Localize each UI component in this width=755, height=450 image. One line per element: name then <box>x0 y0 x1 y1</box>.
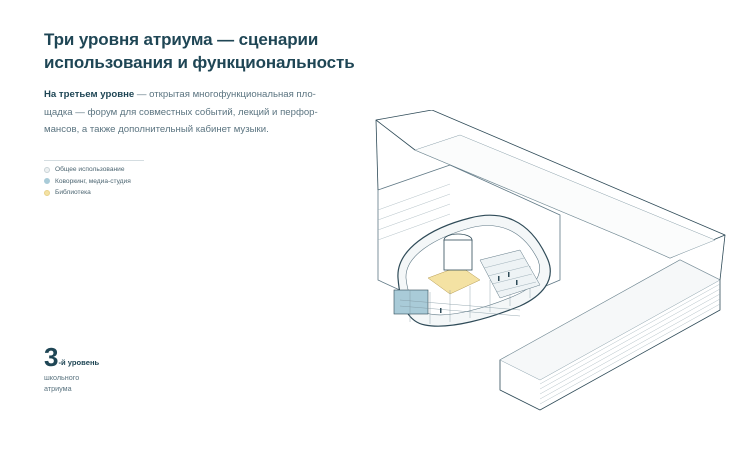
title-line-2: использования и функциональность <box>44 53 355 72</box>
level-number: 3 <box>44 342 59 372</box>
legend-label-library: Библиотека <box>55 189 91 197</box>
lead-line-2: щадка — форум для совместных событий, ле… <box>44 106 318 118</box>
building-wing-back-top <box>414 134 716 259</box>
facade-stripes <box>377 183 721 405</box>
lead-line-1: На третьем уровне — открытая многофункци… <box>44 86 374 104</box>
lead-line-1-rest: — открытая многофункциональная пло- <box>134 89 316 100</box>
legend: Общее использование Коворкинг, медиа-сту… <box>44 160 144 199</box>
legend-item-general: Общее использование <box>44 164 144 176</box>
lead-paragraph: На третьем уровне — открытая многофункци… <box>44 86 374 139</box>
title-line-1: Три уровня атриума — сценарии <box>44 30 319 49</box>
legend-label-general: Общее использование <box>55 166 125 174</box>
legend-label-coworking: Коворкинг, медиа-студия <box>55 177 131 185</box>
lead-highlight: На третьем уровне <box>44 89 135 100</box>
level-sub-line-2: атриума <box>44 384 72 393</box>
legend-dot-library <box>44 189 50 196</box>
level-indicator: 3-й уровень школьного атриума <box>44 344 164 394</box>
lead-line-3: мансов, а также дополнительный кабинет м… <box>44 124 269 135</box>
legend-item-coworking: Коворкинг, медиа-студия <box>44 176 144 188</box>
page-title: Три уровня атриума — сценарии использова… <box>44 28 404 74</box>
legend-dot-coworking <box>44 178 50 185</box>
legend-item-library: Библиотека <box>44 187 144 199</box>
atrium-glass-volume <box>393 214 551 327</box>
legend-dot-general <box>44 166 50 173</box>
atrium-axonometric-drawing <box>375 110 726 411</box>
level-sub-line-1: школьного <box>44 373 80 382</box>
level-suffix: -й уровень <box>58 358 100 367</box>
